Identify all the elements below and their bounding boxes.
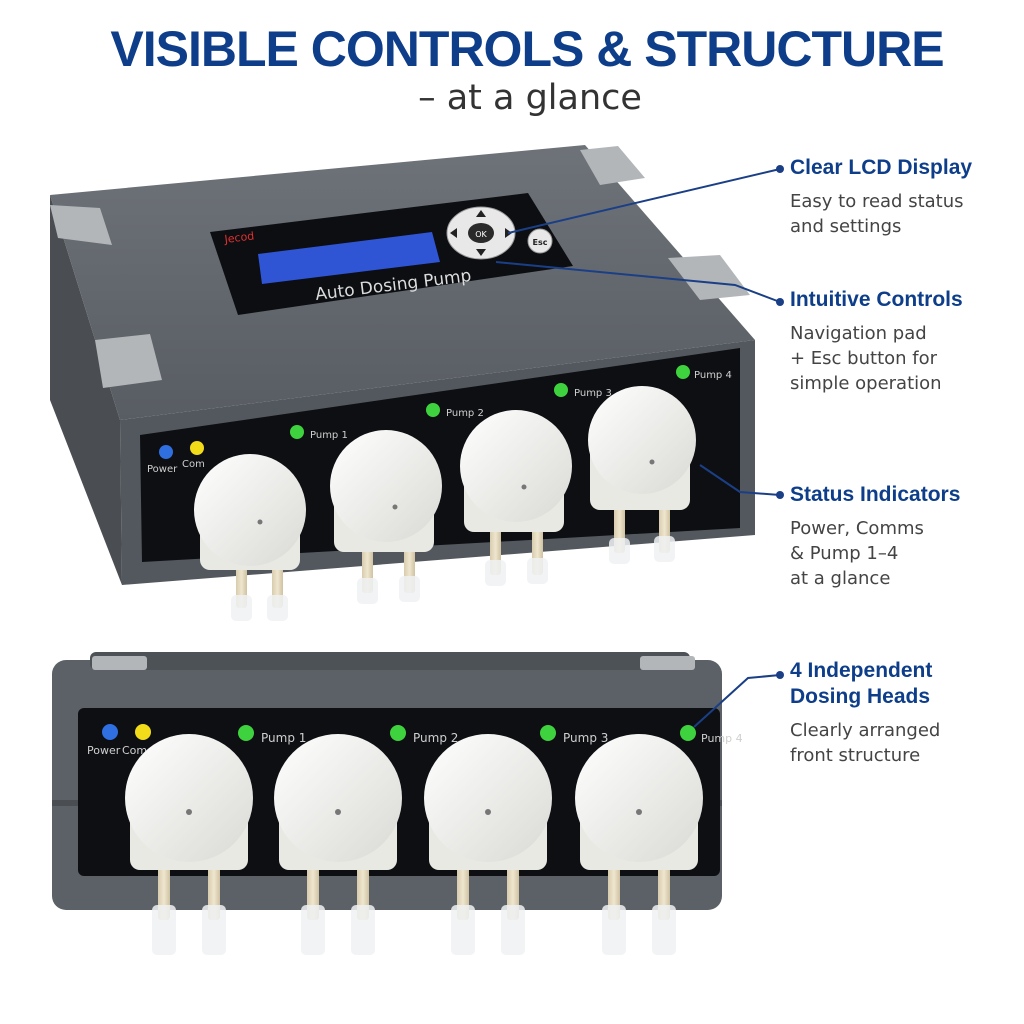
pump-head-4	[575, 734, 703, 955]
brand-logo: Jecod	[223, 229, 255, 246]
callout-description: Power, Comms & Pump 1–4 at a glance	[790, 516, 1020, 591]
callout-line: Power, Comms	[790, 518, 924, 539]
pump-head-3	[424, 734, 552, 955]
esc-button[interactable]	[527, 228, 553, 254]
callout-line: Navigation pad	[790, 323, 927, 344]
callout-line: Clearly arranged	[790, 720, 941, 741]
callout-line: + Esc button for	[790, 348, 938, 369]
corner-cap	[92, 656, 147, 670]
device-top-edge	[90, 652, 690, 670]
pump-head-3	[460, 410, 572, 586]
arrow-left-icon[interactable]	[450, 228, 457, 238]
leader-controls	[495, 261, 781, 303]
pump-4-led	[676, 365, 690, 379]
callout-title: Intuitive Controls	[790, 288, 963, 311]
pump-2-label: Pump 2	[446, 408, 484, 419]
comm-label: Com	[122, 744, 147, 757]
bottom-device: Power Com Pump 1 Pump 2 Pump 3 Pump 4	[52, 652, 743, 955]
callout-dots	[776, 165, 784, 679]
pump-head-1	[125, 734, 253, 955]
callout-title-line: 4 Independent	[790, 659, 933, 682]
comm-led	[135, 724, 151, 740]
callout-status-indicators: Status Indicators Power, Comms & Pump 1–…	[790, 482, 1020, 591]
comm-label: Com	[182, 459, 205, 470]
pump-1-led	[238, 725, 254, 741]
corner-cap	[580, 146, 645, 185]
callout-title: Status Indicators	[790, 483, 961, 506]
comm-led	[190, 441, 204, 455]
pump-2-label: Pump 2	[413, 731, 458, 745]
callout-intuitive-controls: Intuitive Controls Navigation pad + Esc …	[790, 287, 1020, 396]
callout-line: simple operation	[790, 373, 942, 394]
power-led	[102, 724, 118, 740]
pump-4-label: Pump 4	[694, 370, 732, 381]
callout-description: Easy to read status and settings	[790, 189, 1020, 239]
callout-title-line: Dosing Heads	[790, 685, 931, 708]
pump-head-2	[330, 430, 442, 604]
callout-line: front structure	[790, 745, 921, 766]
leader-heads	[693, 674, 781, 728]
power-label: Power	[87, 744, 121, 757]
callout-title: 4 Independent Dosing Heads	[790, 658, 1020, 710]
pump-head-4	[588, 386, 696, 564]
ok-button[interactable]	[468, 223, 494, 243]
callout-lcd-display: Clear LCD Display Easy to read status an…	[790, 155, 1020, 239]
pump-2-led	[390, 725, 406, 741]
pump-head-1	[194, 454, 306, 621]
pump-1-label: Pump 1	[261, 731, 306, 745]
arrow-down-icon[interactable]	[476, 249, 486, 256]
callout-dosing-heads: 4 Independent Dosing Heads Clearly arran…	[790, 658, 1020, 768]
callout-title: Clear LCD Display	[790, 156, 973, 179]
esc-label: Esc	[533, 238, 548, 247]
leader-status	[699, 464, 781, 496]
corner-cap	[668, 255, 750, 300]
pump-1-led	[290, 425, 304, 439]
pump-3-led	[540, 725, 556, 741]
pump-head-2	[274, 734, 402, 955]
corner-cap	[640, 656, 695, 670]
lcd-screen	[258, 232, 440, 284]
pump-3-label: Pump 3	[563, 731, 608, 745]
pump-3-label: Pump 3	[574, 388, 612, 399]
callout-line: at a glance	[790, 568, 891, 589]
pump-2-led	[426, 403, 440, 417]
callout-leaders	[495, 168, 781, 728]
corner-cap	[95, 334, 162, 388]
corner-cap	[50, 205, 112, 245]
callout-description: Clearly arranged front structure	[790, 718, 1020, 768]
page-subtitle: – at a glance	[418, 78, 642, 118]
pump-4-led	[680, 725, 696, 741]
pump-3-led	[554, 383, 568, 397]
device-left-side	[50, 195, 122, 585]
callout-line: Easy to read status	[790, 191, 964, 212]
power-led	[159, 445, 173, 459]
callout-line: & Pump 1–4	[790, 543, 899, 564]
pump-1-label: Pump 1	[310, 430, 348, 441]
callout-description: Navigation pad + Esc button for simple o…	[790, 321, 1020, 396]
ok-label: OK	[475, 230, 487, 239]
pump-4-label: Pump 4	[701, 732, 743, 745]
power-label: Power	[147, 464, 178, 475]
leader-lcd	[507, 168, 781, 234]
top-device: Jecod Auto Dosing Pump OK Esc Power Com …	[50, 145, 755, 621]
navigation-pad[interactable]: OK	[446, 206, 516, 260]
callout-line: and settings	[790, 216, 902, 237]
page-title: VISIBLE CONTROLS & STRUCTURE	[110, 21, 944, 77]
arrow-up-icon[interactable]	[476, 210, 486, 217]
